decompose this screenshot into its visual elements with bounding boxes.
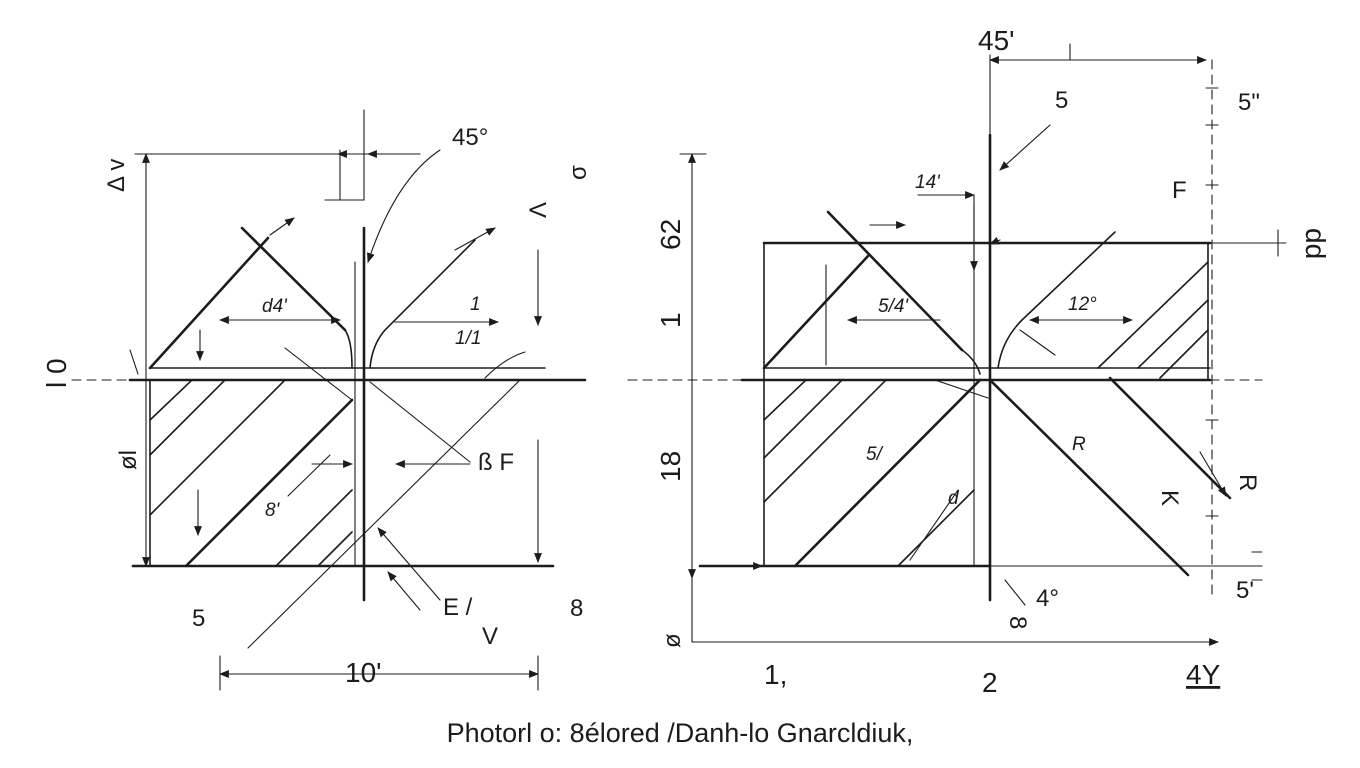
right-upper-hatching bbox=[1097, 261, 1209, 379]
right-62-label: 62 bbox=[655, 219, 686, 250]
left-inner-right-label-1: 1 bbox=[470, 294, 481, 315]
right-bottom-left-label: ø bbox=[659, 633, 686, 648]
right-4deg-label: 4° bbox=[1036, 585, 1059, 612]
left-view: 45° Δ v Ʌ σ l 0 øl d4' 1 1/1 ß F 8' 5 8 … bbox=[41, 109, 592, 691]
left-angle-label: 45° bbox=[452, 124, 488, 151]
right-inner-right-label: 12° bbox=[1068, 294, 1097, 315]
right-top-angle-label: 45' bbox=[978, 25, 1015, 56]
left-triangle-left-edge bbox=[148, 236, 270, 370]
right-view: 45' 5 5" 14' F dd 62 1 18 ø 5/4' 12° 5/ … bbox=[627, 25, 1331, 698]
right-top-right-label: 5" bbox=[1238, 89, 1260, 116]
left-right-chamfer bbox=[369, 239, 476, 369]
right-chamfer bbox=[997, 231, 1116, 369]
left-top-right-label-2: σ bbox=[565, 165, 592, 180]
figure-caption: Photorl o: 8élored /Danh-lo Gnarcldiuk, bbox=[446, 718, 914, 748]
left-bottom-right-label: 8 bbox=[570, 595, 583, 622]
left-axis-label: l 0 bbox=[41, 358, 72, 388]
right-lower-hatching bbox=[763, 376, 1232, 577]
left-inner-dim-label: d4' bbox=[262, 296, 288, 317]
right-inner-top-label: 14' bbox=[915, 172, 941, 193]
right-inner-r-label: R bbox=[1072, 434, 1086, 455]
left-bottom-mid-label-2: V bbox=[482, 623, 498, 650]
right-inner-51-label: 5/ bbox=[866, 444, 884, 465]
left-lower-mid-label: 8' bbox=[265, 500, 281, 521]
left-angle-leader bbox=[367, 149, 441, 263]
left-bottom-mid-label-1: E / bbox=[443, 594, 473, 621]
right-k-label: K bbox=[1156, 490, 1183, 506]
right-f-label: F bbox=[1172, 177, 1187, 204]
right-axis-2-label: 2 bbox=[982, 667, 998, 698]
left-triangle-fillet bbox=[344, 329, 353, 369]
right-bottom-8-label: 8 bbox=[1004, 616, 1031, 629]
left-top-label: Δ v bbox=[103, 159, 130, 192]
left-bottom-dim-label: 10' bbox=[345, 657, 382, 688]
right-axis-1-label: 1, bbox=[764, 659, 787, 690]
right-axis-4y-label: 4Y bbox=[1186, 659, 1221, 690]
left-mid-label: øl bbox=[115, 450, 142, 470]
left-inner-right-label-2: 1/1 bbox=[455, 328, 481, 349]
right-dd-label: dd bbox=[1300, 228, 1331, 259]
right-triangle-left-edge bbox=[762, 254, 870, 370]
right-rail-ticks bbox=[1205, 87, 1263, 581]
right-inner-left-label: 5/4' bbox=[878, 296, 909, 317]
right-r-label: R bbox=[1234, 474, 1261, 491]
left-top-right-label-1: Ʌ bbox=[525, 202, 552, 218]
left-triangle-right-edge bbox=[240, 226, 347, 332]
left-mid-right-label: ß F bbox=[478, 449, 514, 476]
right-inner-d-label: d bbox=[948, 488, 960, 509]
left-hatching bbox=[149, 379, 521, 649]
left-bottom-left-label: 5 bbox=[192, 605, 205, 632]
right-top-5-label: 5 bbox=[1055, 87, 1068, 114]
right-5-label: 5' bbox=[1236, 577, 1254, 604]
right-18-label: 18 bbox=[655, 451, 686, 482]
right-triangle-right-edge bbox=[826, 210, 964, 352]
right-1-label: 1 bbox=[655, 312, 686, 328]
